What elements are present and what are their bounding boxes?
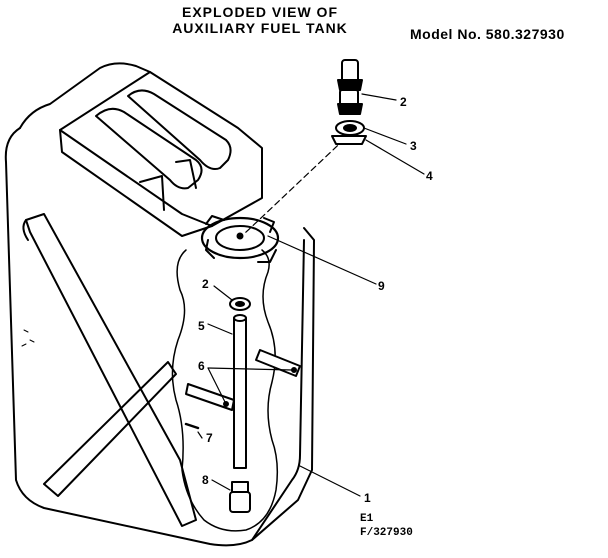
screw <box>184 422 200 430</box>
tank-cutaway <box>171 249 279 532</box>
clamp-lower <box>185 383 235 411</box>
callout-9: 9 <box>378 279 385 293</box>
explode-line <box>243 131 353 235</box>
callout-2-lower: 2 <box>202 277 209 291</box>
filter <box>229 481 251 513</box>
tank-x-rib <box>25 213 197 527</box>
reference-line-1: E1 <box>360 513 374 525</box>
callout-3: 3 <box>410 139 417 153</box>
drawing-reference: E1 F/327930 <box>360 512 413 540</box>
pickup-tube <box>233 317 247 469</box>
reference-line-2: F/327930 <box>360 527 413 539</box>
tank-handle-block <box>59 71 263 227</box>
callout-7: 7 <box>206 431 213 445</box>
tank-side-face <box>251 227 315 541</box>
callout-5: 5 <box>198 319 205 333</box>
model-number: Model No. 580.327930 <box>410 26 565 42</box>
nut <box>229 297 251 311</box>
title-line-2: AUXILIARY FUEL TANK <box>172 20 348 36</box>
handle-slot-2 <box>127 89 232 170</box>
valve-fitting <box>337 59 363 115</box>
diagram-title: EXPLODED VIEW OF AUXILIARY FUEL TANK <box>150 4 370 36</box>
callout-4: 4 <box>426 169 433 183</box>
tank-top-edge <box>19 62 151 129</box>
filler-neck <box>200 216 280 260</box>
callout-1: 1 <box>364 491 371 505</box>
callout-2-upper: 2 <box>400 95 407 109</box>
title-line-1: EXPLODED VIEW OF <box>181 4 338 20</box>
washer <box>331 135 367 145</box>
clamp-upper <box>255 349 301 377</box>
tank-front-face <box>4 127 305 547</box>
handle-slot-1 <box>95 107 203 190</box>
callout-8: 8 <box>202 473 209 487</box>
callout-6: 6 <box>198 359 205 373</box>
grommet <box>335 120 365 136</box>
